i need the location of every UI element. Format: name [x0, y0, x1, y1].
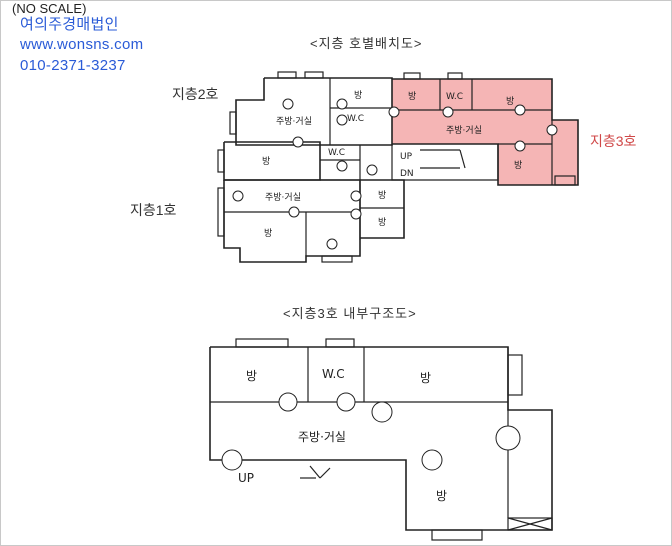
- bottom-plan-title: <지층3호 내부구조도>: [283, 306, 417, 321]
- top-plan-title: <지층 호별배치도>: [310, 36, 423, 51]
- bottom-plan-doors: [221, 392, 521, 471]
- u2-room-small-label: 방: [354, 90, 362, 101]
- top-plan-doors: [232, 98, 558, 250]
- unit2-label: 지층2호: [172, 86, 219, 102]
- bottom-plan-room-labels: 방 W.C 방 주방·거실 UP 방: [238, 367, 447, 503]
- b-room-a-label: 방: [246, 369, 257, 383]
- no-scale-note: (NO SCALE): [12, 1, 87, 16]
- b-room-b-label: 방: [420, 371, 431, 385]
- company-phone: 010-2371-3237: [20, 57, 126, 74]
- u3-room-c-label: 방: [514, 160, 522, 171]
- unit3-label: 지층3호: [590, 133, 637, 149]
- top-plan-room-labels: 방 W.C 주방·거실 방 W.C 주방·거실 방 방 방 방 W.C 방 주방…: [262, 90, 522, 239]
- bottom-plan-walls: [209, 338, 553, 541]
- company-name: 여의주경매법인: [20, 16, 119, 33]
- u2-wc2-label: W.C: [328, 148, 345, 158]
- stairs-down-label: DN: [400, 169, 414, 179]
- u1-room-b-label: 방: [378, 190, 386, 201]
- u3-kitchen-label: 주방·거실: [446, 125, 482, 136]
- u3-room-b-label: 방: [506, 96, 514, 107]
- u1-room-a-label: 방: [264, 228, 272, 239]
- b-room-c-label: 방: [436, 489, 447, 503]
- company-website: www.wonsns.com: [20, 36, 144, 53]
- unit1-label: 지층1호: [130, 202, 177, 218]
- u2-wc-label: W.C: [347, 114, 364, 124]
- b-up-label: UP: [238, 471, 254, 485]
- u2-kitchen-label: 주방·거실: [276, 116, 312, 127]
- b-kitchen-label: 주방·거실: [298, 430, 346, 444]
- b-wc-label: W.C: [322, 367, 345, 381]
- u1-room-c-label: 방: [378, 217, 386, 228]
- u3-wc-label: W.C: [446, 92, 463, 102]
- u1-kitchen-label: 주방·거실: [265, 192, 301, 203]
- u3-room-a-label: 방: [408, 91, 416, 102]
- stairs-up-label: UP: [400, 152, 413, 162]
- u2-room-label: 방: [262, 156, 270, 167]
